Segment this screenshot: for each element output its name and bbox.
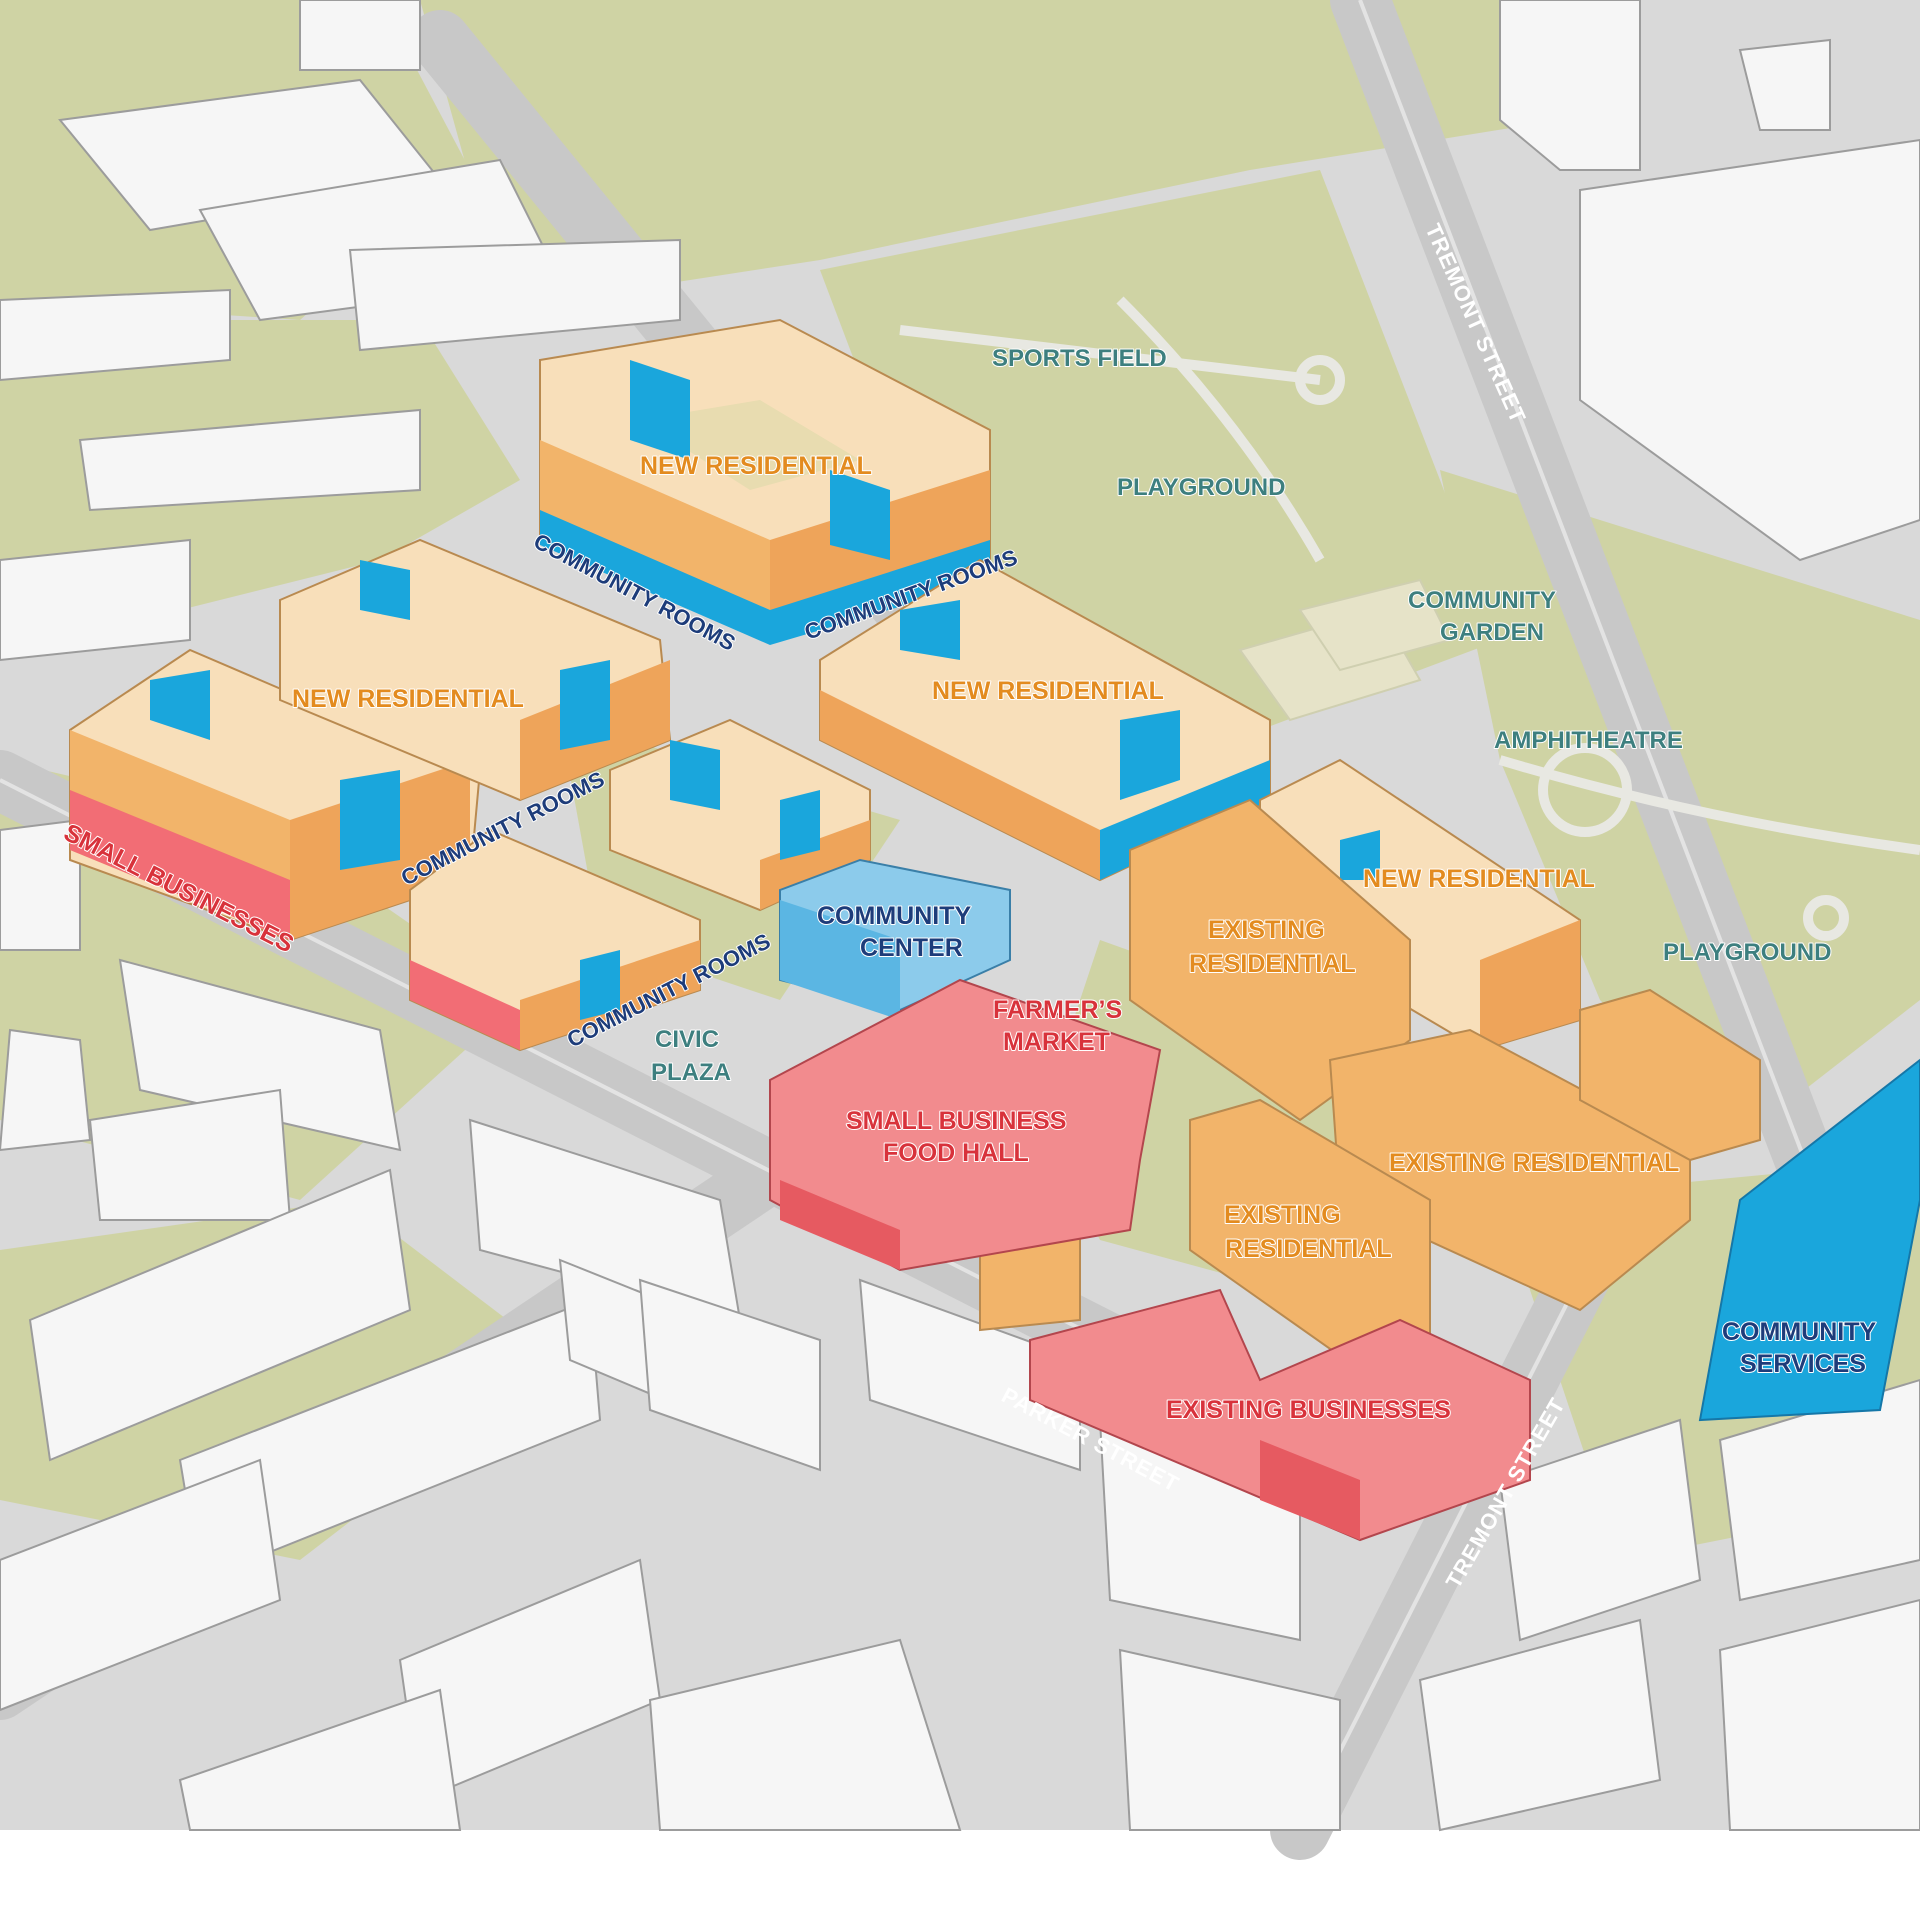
label-community-center-2: CENTER [860,934,963,962]
label-community-services-2: SERVICES [1740,1350,1866,1378]
label-existing-residential-c2: RESIDENTIAL [1225,1235,1392,1263]
label-new-residential-4: NEW RESIDENTIAL [1363,865,1595,893]
label-civic-plaza-2: PLAZA [651,1059,731,1086]
label-new-residential-3: NEW RESIDENTIAL [932,677,1164,705]
label-community-garden-2: GARDEN [1440,619,1544,646]
white-margin [0,1830,1920,1913]
food-hall-and-market-building [769,978,1162,1272]
community-services-building [1698,1058,1920,1422]
label-farmers-market-2: MARKET [1003,1028,1110,1056]
label-existing-residential-a1: EXISTING [1208,916,1325,944]
label-new-residential-2: NEW RESIDENTIAL [292,685,524,713]
context-buildings [0,0,1920,1832]
label-food-hall-1: SMALL BUSINESS [846,1107,1066,1135]
label-food-hall-2: FOOD HALL [883,1139,1029,1167]
park-paths [899,296,1920,941]
label-existing-residential-c1: EXISTING [1224,1201,1341,1229]
label-existing-residential-a2: RESIDENTIAL [1189,950,1356,978]
existing-businesses-building [1029,1288,1531,1542]
label-sports-field: SPORTS FIELD [992,345,1167,372]
community-center-building [779,858,1011,1020]
community-garden-beds [1238,578,1452,722]
label-community-services-1: COMMUNITY [1722,1318,1876,1346]
label-amphitheatre: AMPHITHEATRE [1494,727,1683,754]
new-residential-block-top [539,318,991,645]
label-existing-businesses: EXISTING BUSINESSES [1166,1396,1451,1424]
label-community-garden-1: COMMUNITY [1408,587,1556,614]
label-civic-plaza-1: CIVIC [655,1026,719,1053]
label-farmers-market-1: FARMER’S [993,996,1122,1024]
label-existing-residential-b: EXISTING RESIDENTIAL [1389,1149,1679,1177]
new-residential-block-left [69,538,672,942]
label-playground-2: PLAYGROUND [1663,939,1831,966]
existing-residential-buildings [979,798,1761,1372]
label-new-residential-1: NEW RESIDENTIAL [640,452,872,480]
label-community-center-1: COMMUNITY [817,902,971,930]
label-playground-1: PLAYGROUND [1117,474,1285,501]
new-residential-block-middle [409,718,871,1052]
